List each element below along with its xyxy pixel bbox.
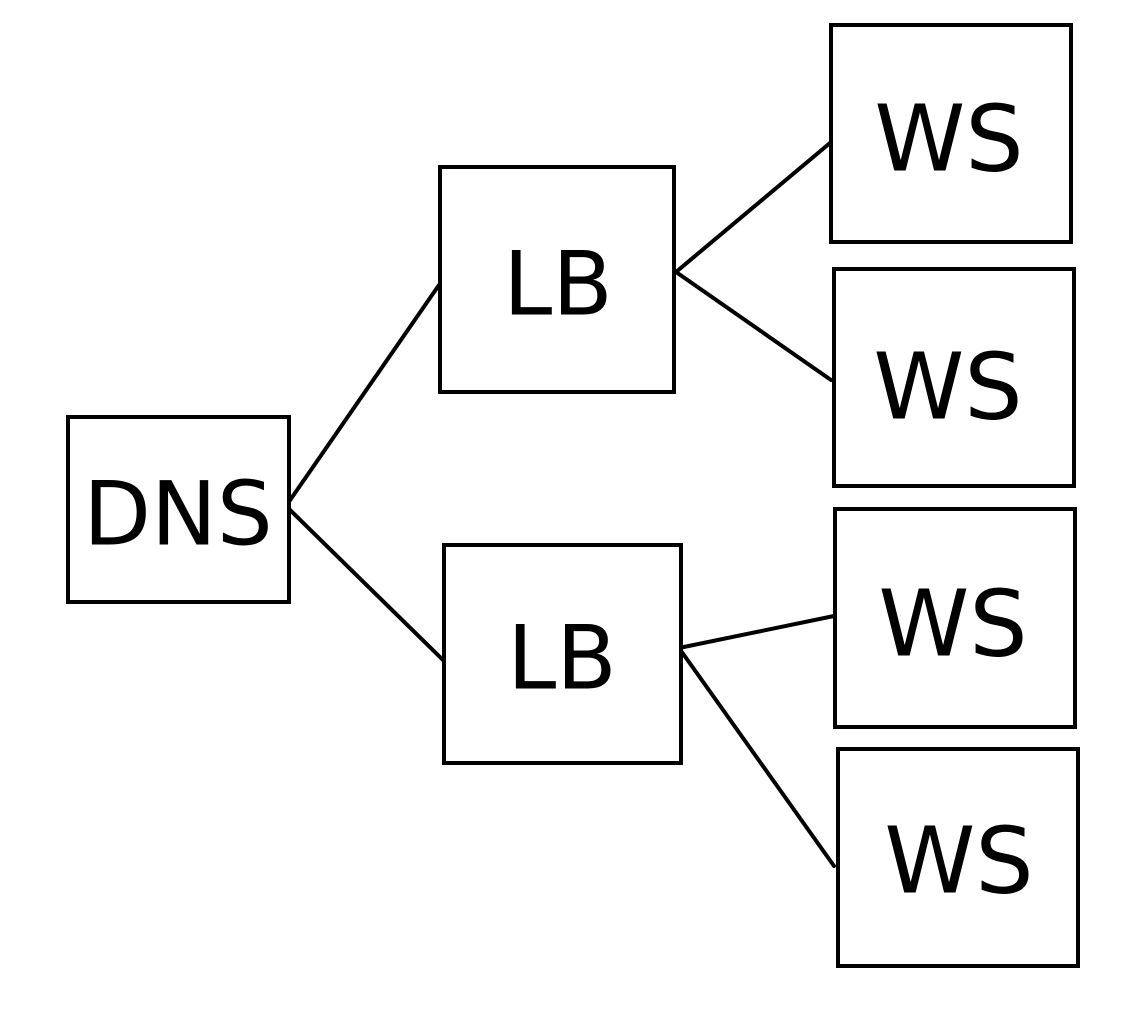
node-lb-bottom-box: [442, 543, 683, 765]
node-ws-4-box: [836, 747, 1080, 968]
node-dns-label: DNS: [83, 463, 272, 566]
edge-dns-lb-bottom: [284, 504, 445, 662]
edge-lb-bottom-ws-3: [677, 614, 836, 650]
node-ws-3-label: WS: [878, 571, 1027, 678]
node-lb-bottom: LB: [442, 543, 683, 765]
node-ws-2-box: [832, 267, 1076, 488]
node-ws-3-box: [833, 507, 1077, 729]
edges: [284, 141, 836, 868]
node-ws-4: WS: [836, 747, 1080, 968]
edge-dns-lb-top: [284, 283, 441, 508]
node-ws-1-label: WS: [874, 86, 1023, 193]
edge-lb-bottom-ws-4: [677, 646, 836, 868]
node-ws-3: WS: [833, 507, 1077, 729]
node-dns-box: [66, 415, 291, 604]
node-ws-1: WS: [829, 23, 1073, 244]
node-lb-top-box: [438, 165, 676, 394]
edge-lb-top-ws-2: [674, 270, 833, 382]
node-lb-bottom-label: LB: [507, 607, 616, 710]
node-lb-top-label: LB: [503, 233, 612, 336]
node-ws-1-box: [829, 23, 1073, 244]
node-ws-2: WS: [832, 267, 1076, 488]
node-ws-2-label: WS: [873, 334, 1022, 441]
node-ws-4-label: WS: [884, 808, 1033, 915]
node-lb-top: LB: [438, 165, 676, 394]
edge-lb-top-ws-1: [674, 141, 832, 274]
node-dns: DNS: [66, 415, 291, 604]
